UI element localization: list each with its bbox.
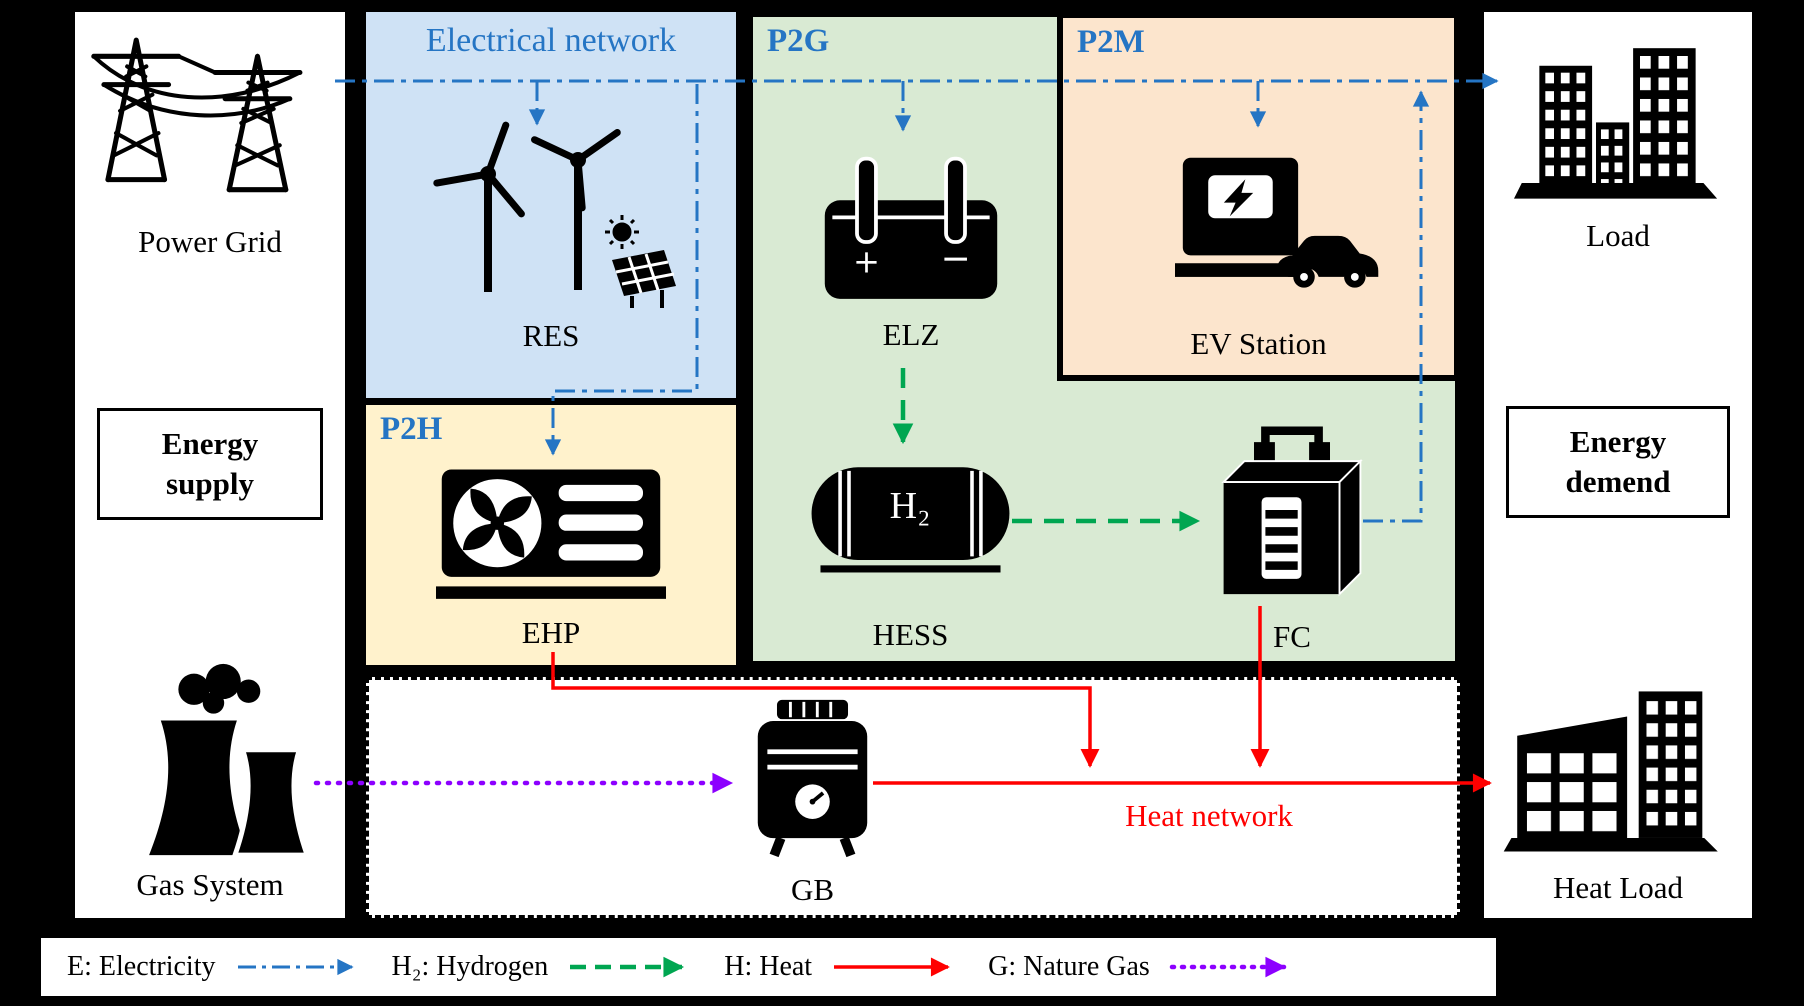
- gb-label: GB: [790, 872, 835, 907]
- heat-network-panel: GB Heat network: [366, 677, 1460, 918]
- electrical-network-title: Electrical network: [425, 22, 677, 59]
- gb-icon: [749, 698, 876, 866]
- energy-supply-text: Energy supply: [161, 425, 259, 501]
- power-grid-label: Power Grid: [138, 224, 282, 259]
- supply-panel: Power Grid Energy supply Gas System: [75, 12, 345, 918]
- legend-gas-label: G: Nature Gas: [988, 951, 1150, 982]
- legend-electricity-arrow: [237, 958, 354, 976]
- heat-network-label: Heat network: [1125, 798, 1293, 833]
- gas-system-icon: [110, 660, 315, 860]
- p2m-title: P2M: [1077, 24, 1145, 60]
- res-icon: [426, 112, 676, 312]
- legend-bar: E: Electricity H₂: Hydrogen H: Heat G: N…: [41, 938, 1496, 996]
- energy-demand-text: Energy demend: [1565, 423, 1671, 499]
- hess-icon: [808, 454, 1013, 584]
- elz-plus-sign: +: [853, 242, 880, 280]
- legend-heat-arrow: [834, 957, 950, 977]
- p2g-title: P2G: [767, 23, 830, 59]
- ev-station-label: EV Station: [1190, 326, 1327, 361]
- hess-tank-text: H₂: [889, 485, 931, 527]
- legend-hydrogen-label: H₂: Hydrogen: [391, 951, 549, 982]
- demand-panel: Load Energy demend Heat Load: [1484, 12, 1752, 918]
- ehp-icon: [436, 463, 666, 613]
- gas-system-label: Gas System: [136, 867, 284, 902]
- p2m-panel: P2M EV Station: [1057, 12, 1460, 381]
- power-grid-icon: [83, 26, 337, 218]
- electrical-network-panel: Electrical network: [366, 12, 736, 398]
- p2h-panel: P2H EHP: [366, 405, 736, 665]
- p2h-title: P2H: [380, 411, 443, 447]
- legend-heat-label: H: Heat: [724, 951, 813, 982]
- heat-load-label: Heat Load: [1553, 870, 1683, 905]
- res-label: RES: [522, 318, 580, 353]
- fc-label: FC: [1273, 619, 1311, 654]
- heat-load-icon: [1502, 676, 1732, 864]
- load-label: Load: [1586, 218, 1650, 253]
- elz-minus-sign: −: [940, 238, 970, 279]
- hess-label: HESS: [872, 617, 949, 652]
- elz-label: ELZ: [882, 317, 940, 352]
- legend-gas-arrow: [1169, 956, 1287, 978]
- load-icon: [1512, 28, 1722, 210]
- energy-supply-box: Energy supply: [97, 408, 323, 520]
- legend-electricity-label: E: Electricity: [67, 951, 216, 982]
- elz-icon: + −: [821, 155, 1001, 310]
- ehp-label: EHP: [521, 615, 581, 650]
- fc-icon: [1216, 405, 1368, 617]
- legend-hydrogen-arrow: [570, 956, 685, 978]
- ev-station-icon: [1175, 148, 1390, 313]
- energy-demand-box: Energy demend: [1506, 406, 1730, 518]
